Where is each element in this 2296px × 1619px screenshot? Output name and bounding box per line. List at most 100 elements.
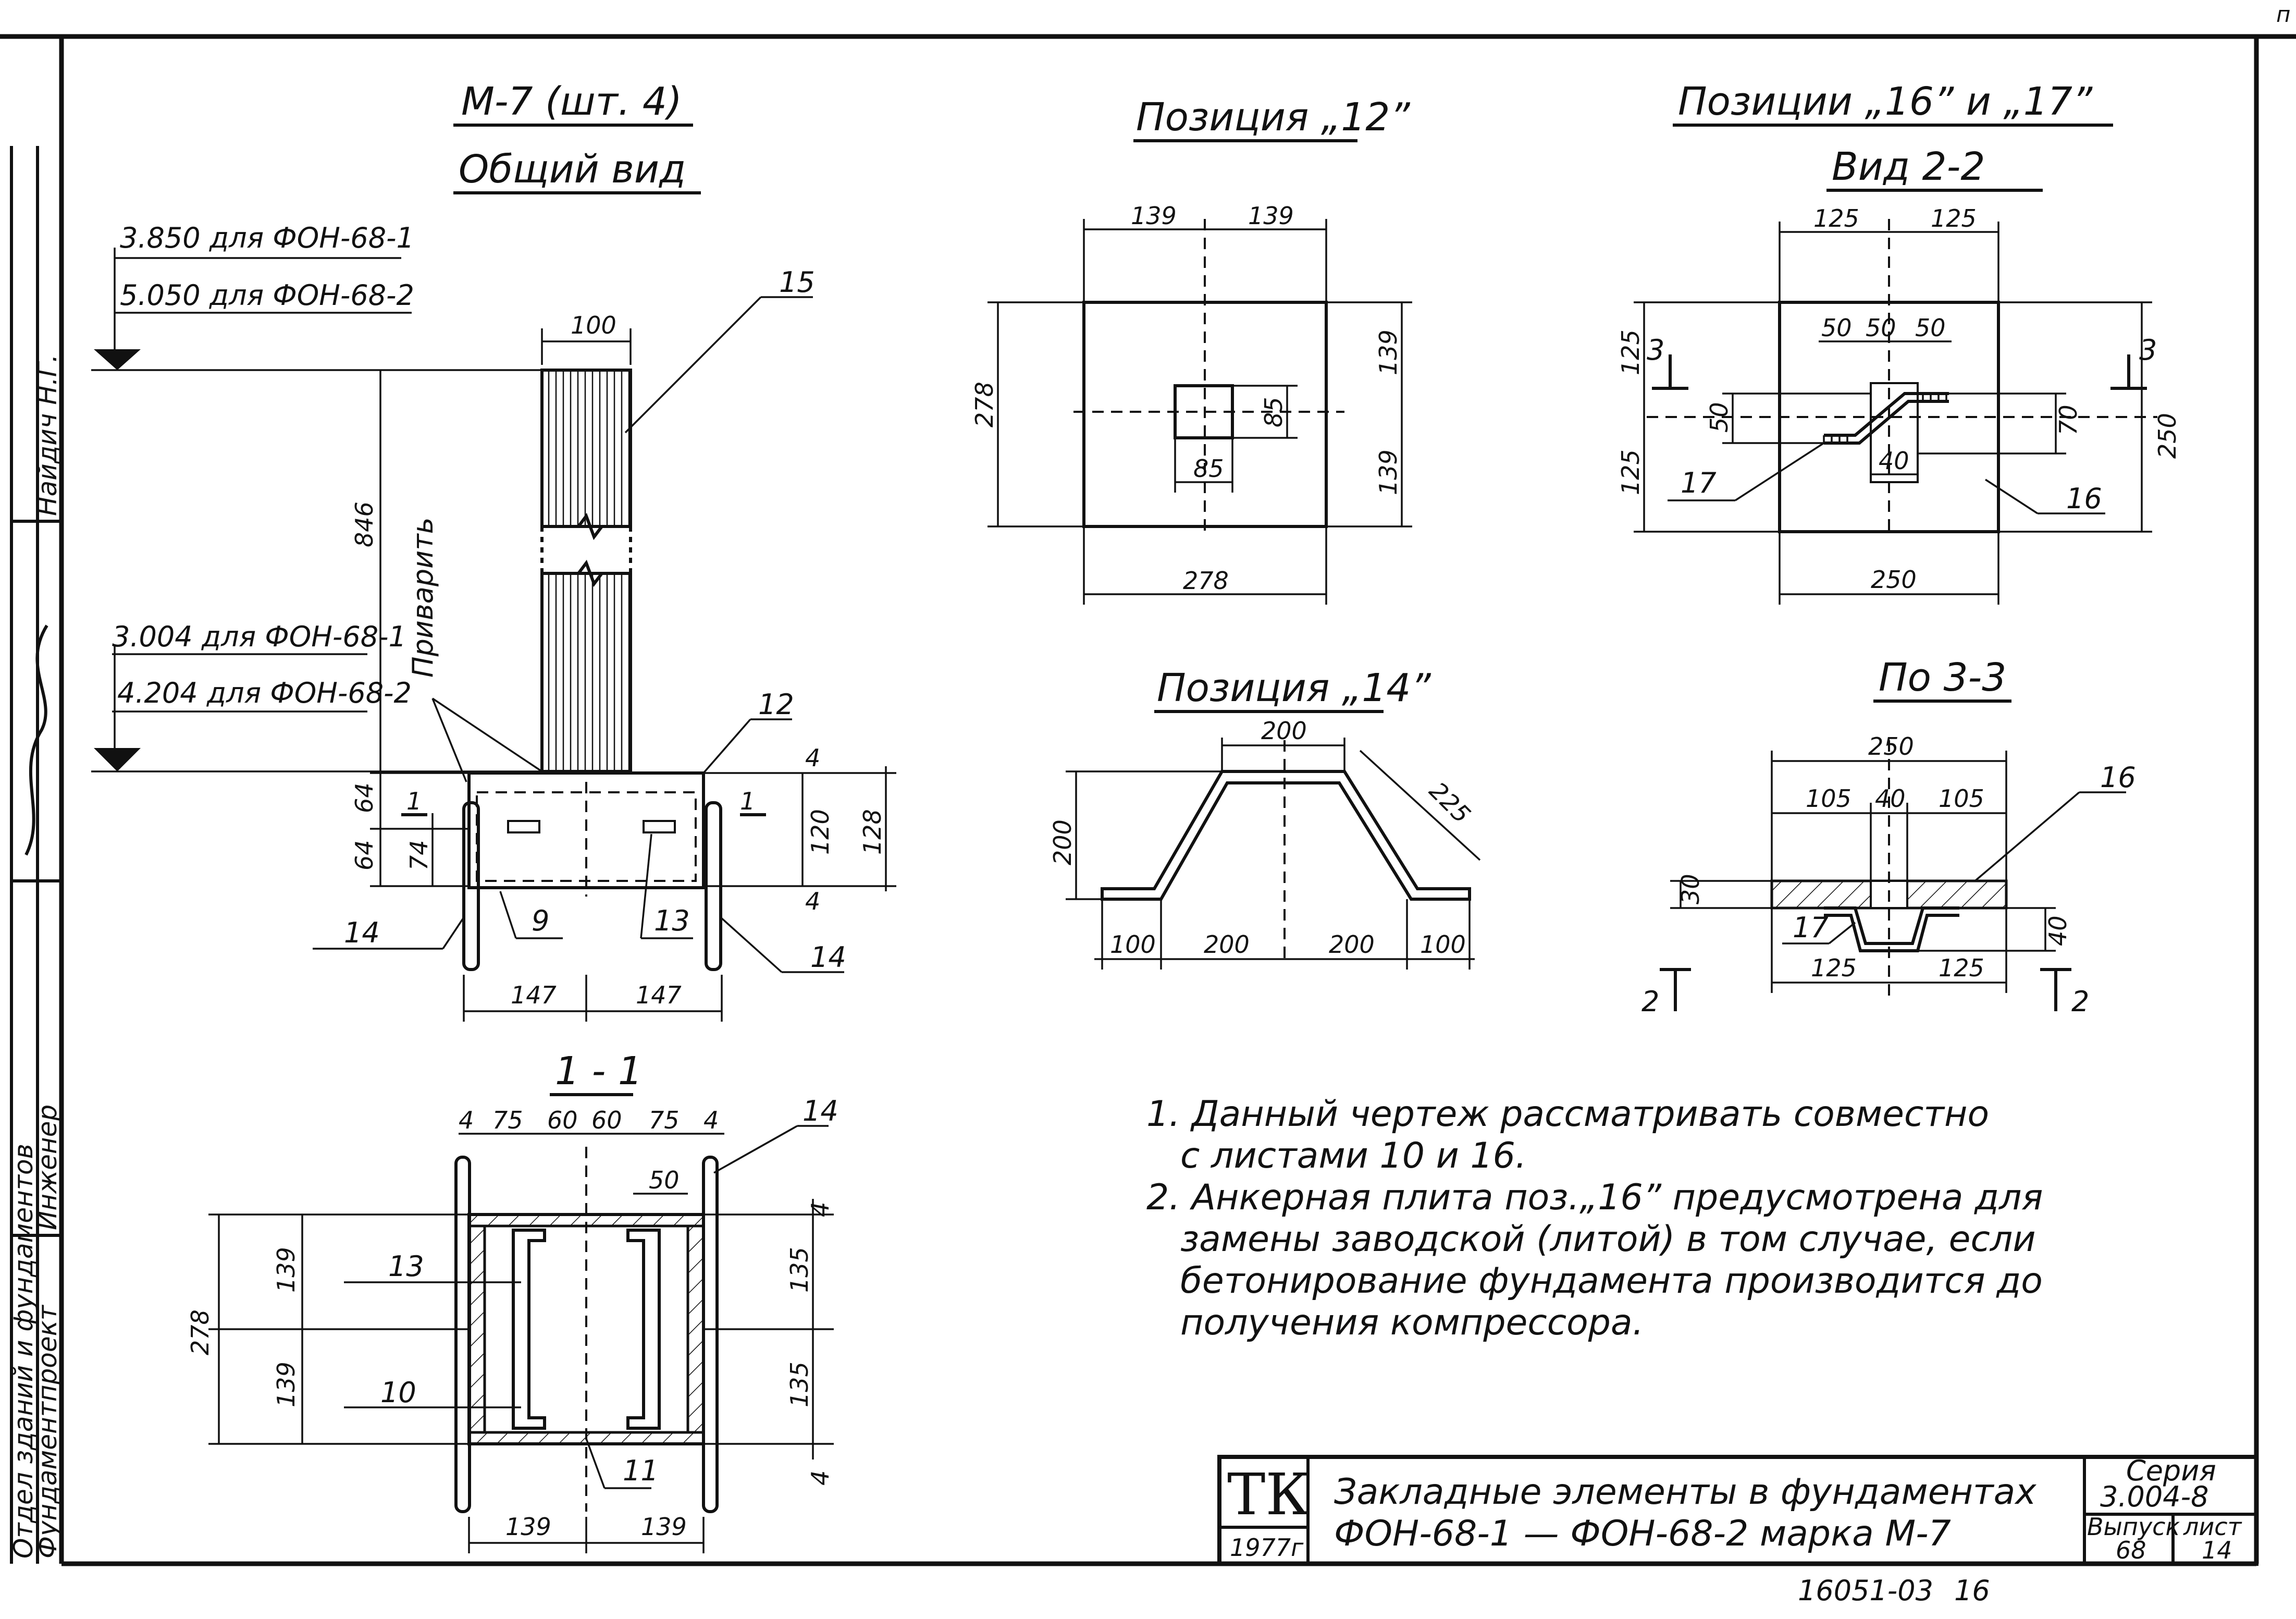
pos16-title2: Вид 2-2 [1832,144,1985,189]
pos16-dim-50c: 50 [1915,314,1946,342]
sec33-dim-250: 250 [1868,732,1914,761]
sec33-dim-125b: 125 [1939,954,1984,982]
dim-1-60b: 60 [591,1106,622,1134]
sec33-cut-2b: 2 [2071,985,2089,1018]
mark-1-13: 13 [388,1250,424,1283]
section-3-3: По 3-3 250 105 40 105 30 40 125 125 16 [1641,655,2136,1018]
sec33-dim-40r: 40 [2044,915,2072,946]
sheet-label: лист [2183,1513,2242,1541]
pos12-dim-139a: 139 [1131,202,1177,230]
dim-4a: 4 [805,744,820,772]
level-bot-1: 3.004 для ФОН-68-1 [112,620,406,653]
general-view-title2: Общий вид [459,147,686,192]
pos14-dim-200t: 200 [1261,717,1307,745]
dim-1-139d: 139 [641,1513,687,1541]
sec33-mark-16: 16 [2100,761,2136,794]
dim-1-60a: 60 [547,1106,578,1134]
pos14-profile [1101,770,1471,901]
dim-100: 100 [571,311,616,339]
pos16-cut-3a: 3 [1647,334,1664,366]
description-line1: Закладные элементы в фундаментах [1334,1471,2036,1513]
column-lower [540,572,632,773]
cut-1a: 1 [406,787,422,815]
tk-logo: ТК [1227,1461,1310,1528]
sec33-dim-125a: 125 [1811,954,1857,982]
pos14-title: Позиция „14” [1157,666,1431,710]
dim-1-135b: 135 [785,1362,813,1407]
dim-147b: 147 [636,981,682,1009]
sec33-title: По 3-3 [1879,655,2006,700]
pos16-dim-70: 70 [2054,404,2082,435]
pos14-dim-200a: 200 [1204,930,1250,959]
pos16-dim-125l2: 125 [1616,449,1645,495]
pos12-dim-139r1: 139 [1374,329,1402,375]
mark-15: 15 [779,266,815,299]
position-12: Позиция „12” 139 139 278 139 139 85 85 2… [970,95,1412,605]
note-2-line1: 2. Анкерная плита поз.„16” предусмотрена… [1146,1177,2043,1218]
sec33-mark-17: 17 [1793,911,1829,944]
series-label: Серия [2126,1454,2216,1487]
dim-74: 74 [405,840,433,870]
pos16-title1: Позиции „16” и „17” [1678,79,2093,124]
cut-1b: 1 [740,787,755,815]
mark-1-14: 14 [803,1095,838,1127]
dim-1-4a: 4 [459,1106,474,1134]
footer-page: 16 [1954,1574,1990,1607]
notes: 1. Данный чертеж рассматривать совместно… [1146,1094,2043,1343]
pos16-dim-50v: 50 [1705,402,1733,433]
dim-147a: 147 [511,981,557,1009]
pos14-dim-100a: 100 [1110,930,1156,959]
description-line2: ФОН-68-1 — ФОН-68-2 марка М-7 [1334,1513,1951,1554]
pos12-dim-85h: 85 [1193,455,1224,483]
note-1-line1: 1. Данный чертеж рассматривать совместно [1146,1094,1989,1135]
pos12-dim-85v: 85 [1260,397,1288,427]
mark-1-11: 11 [623,1454,659,1487]
mark-13: 13 [654,904,690,937]
positions-16-17: Позиции „16” и „17” Вид 2-2 125 125 50 5… [1616,79,2181,605]
section-1-1-title: 1 - 1 [555,1049,643,1094]
channel-right [626,1229,661,1430]
pos16-cut-3b: 3 [2139,334,2157,366]
pos14-dim-200v: 200 [1048,819,1077,865]
level-triangle-top [94,349,141,370]
level-top-1: 3.850 для ФОН-68-1 [120,222,414,254]
pos12-dim-278b: 278 [1183,567,1229,595]
weld-note: Приварить [406,517,439,678]
stamp-role: Инженер [32,1105,63,1230]
mark-12: 12 [758,688,794,721]
sec33-dim-105a: 105 [1806,784,1851,813]
pos16-dim-125a: 125 [1813,204,1859,232]
pos16-dim-50b: 50 [1866,314,1896,342]
year: 1977г [1230,1534,1304,1562]
footer-number: 16051-03 [1798,1574,1933,1607]
pos12-dim-139r2: 139 [1374,449,1402,495]
stamp-name: Найдич Н.Г. [32,354,63,516]
dim-1-4c: 4 [806,1202,834,1217]
title-block: ТК 1977г Закладные элементы в фундамента… [1217,1454,2258,1566]
dim-1-4d: 4 [806,1470,834,1486]
sheet-value: 14 [2202,1536,2232,1564]
pos16-mark-17: 17 [1681,467,1717,499]
pos16-dim-250r: 250 [2153,413,2181,459]
dim-1-50: 50 [649,1166,680,1194]
position-14: Позиция „14” 200 225 200 100 200 200 100 [1048,666,1481,970]
signature-mark [24,624,48,856]
level-bot-2: 4.204 для ФОН-68-2 [117,677,412,709]
sec33-dim-105b: 105 [1939,784,1984,813]
sec33-dim-40t: 40 [1875,784,1906,813]
dim-1-139c: 139 [505,1513,551,1541]
issue-label: Выпуск [2087,1513,2180,1541]
dim-1-278: 278 [186,1309,214,1355]
dim-1-75a: 75 [492,1106,523,1134]
note-2-line4: получения компрессора. [1180,1302,1644,1343]
dim-1-139b: 139 [272,1362,300,1407]
pos16-dim-250b: 250 [1871,566,1917,594]
corner-mark: п [2276,2,2290,27]
pos16-dim-40: 40 [1879,447,1909,475]
pos12-dim-278l: 278 [970,382,998,427]
mark-9: 9 [532,904,549,937]
dim-64a: 64 [350,782,378,813]
level-triangle-bot [94,748,141,771]
pos16-dim-125b: 125 [1931,204,1977,232]
